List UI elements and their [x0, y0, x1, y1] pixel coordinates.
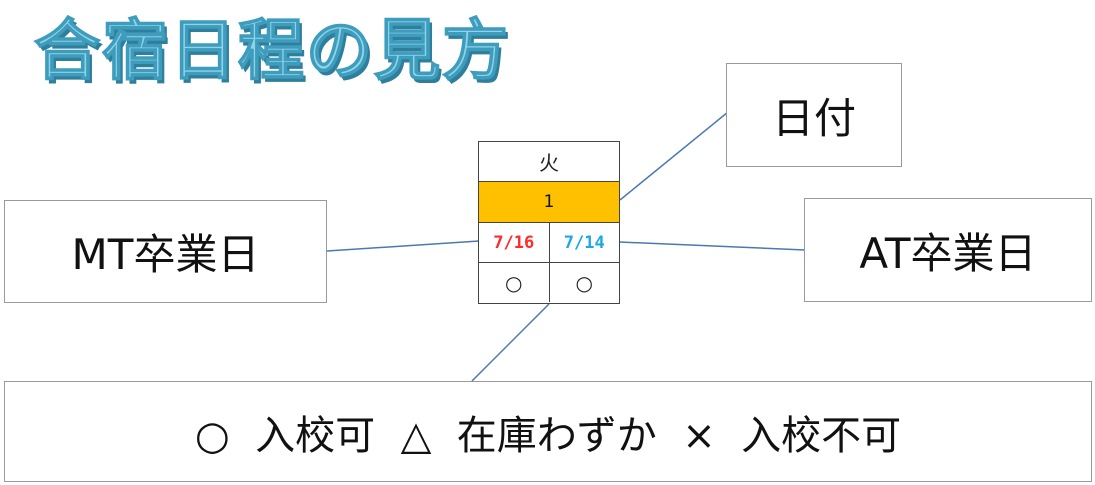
at-graduation-date: 7/14	[563, 232, 605, 253]
mt-graduation-label-box: MT卒業日	[4, 200, 327, 303]
weekday-row: 火	[479, 142, 619, 182]
date-label: 日付	[771, 93, 856, 143]
page-title: 合宿日程の見方	[33, 12, 510, 89]
graduation-dates-row: 7/16 7/14	[479, 223, 619, 263]
connector-legend	[471, 303, 550, 382]
mt-availability-mark: ○	[505, 270, 523, 295]
at-graduation-label-box: AT卒業日	[804, 198, 1092, 302]
legend-box: ○ 入校可 △ 在庫わずか × 入校不可	[4, 381, 1092, 482]
mt-date-cell: 7/16	[479, 223, 550, 262]
at-date-cell: 7/14	[550, 223, 620, 262]
weekday-label: 火	[539, 151, 559, 175]
mt-graduation-date: 7/16	[493, 232, 535, 253]
at-availability-mark: ○	[575, 270, 593, 295]
calendar-cell: 火 1 7/16 7/14 ○ ○	[478, 141, 620, 304]
connector-mt	[326, 240, 480, 252]
at-graduation-label: AT卒業日	[859, 228, 1037, 278]
date-label-box: 日付	[726, 63, 902, 167]
connector-at	[619, 241, 806, 251]
date-row: 1	[479, 182, 619, 223]
mt-availability-cell: ○	[479, 263, 550, 302]
legend-text: ○ 入校可 △ 在庫わずか × 入校不可	[194, 412, 902, 459]
mt-graduation-label: MT卒業日	[71, 230, 260, 279]
connector-date	[619, 111, 729, 201]
day-number: 1	[543, 192, 555, 212]
availability-row: ○ ○	[479, 263, 619, 302]
at-availability-cell: ○	[550, 263, 620, 302]
